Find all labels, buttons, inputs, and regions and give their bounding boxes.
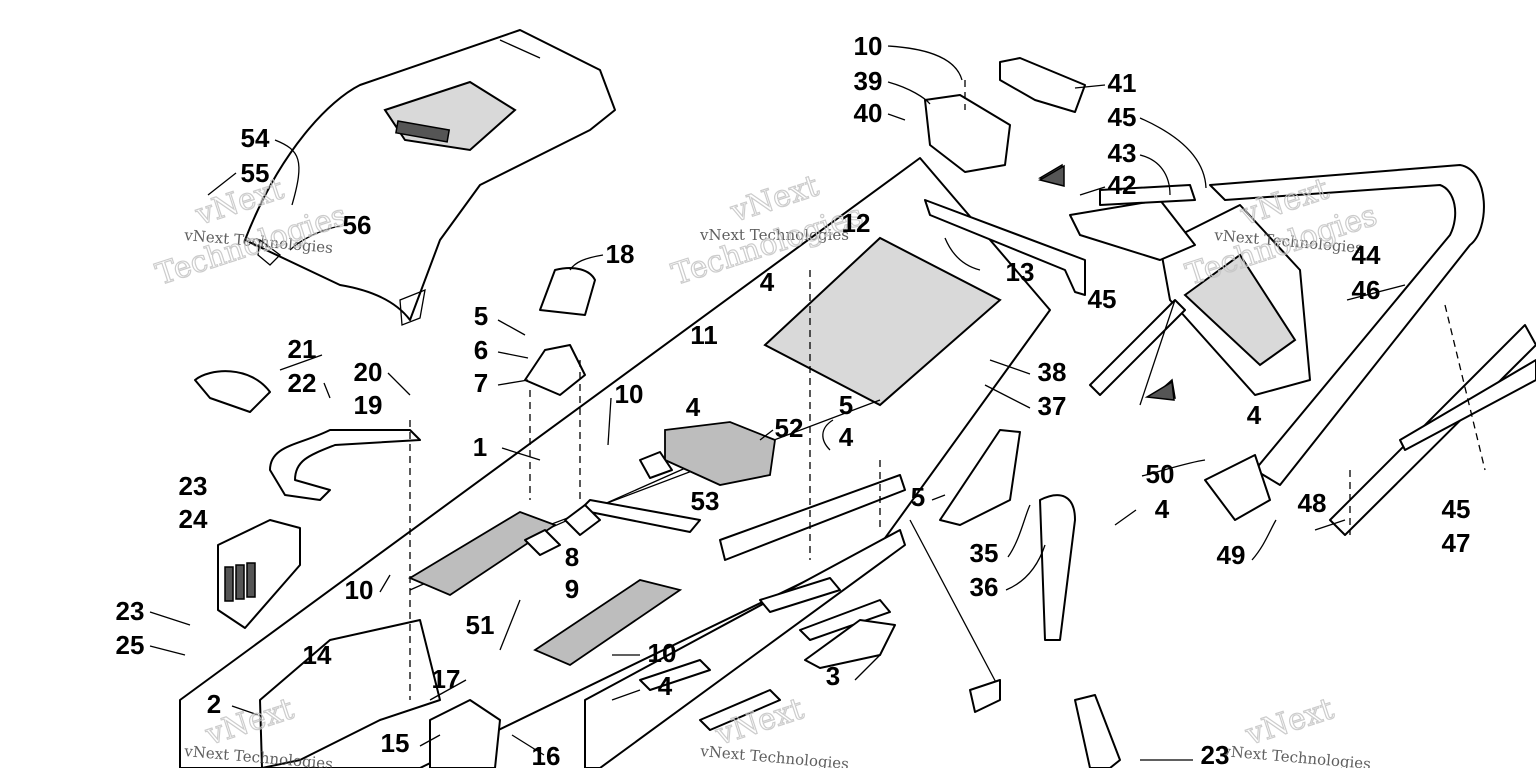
part-callout-35: 35 [970, 538, 999, 568]
spring-plate-9 [564, 504, 601, 536]
hitch-50 [1204, 454, 1271, 521]
part-callout-37: 37 [1038, 391, 1067, 421]
part-callout-56: 56 [343, 210, 372, 240]
bracket-41 [999, 57, 1086, 113]
part-callout-9: 9 [565, 574, 579, 604]
bracket-2 [1074, 694, 1121, 768]
bracket-39 [924, 94, 1011, 173]
watermark-text: vNext [1241, 692, 1338, 753]
bracket-24 [217, 519, 301, 629]
flap-3 [804, 619, 896, 669]
part-callout-22: 22 [288, 368, 317, 398]
rear-bracket-15 [429, 699, 501, 768]
traction-pad-left [408, 511, 557, 597]
watermark-text: vNext Technologies [1221, 742, 1372, 768]
part-callout-16: 16 [532, 741, 561, 768]
hinge-36 [1039, 494, 1076, 641]
running-board [584, 519, 1001, 768]
alignment-lines [409, 80, 1351, 700]
part-callout-3: 3 [826, 661, 840, 691]
part-callout-23: 23 [1201, 740, 1230, 768]
watermark-text: vNext Technologies [699, 226, 849, 244]
part-callout-42: 42 [1108, 170, 1137, 200]
part-callout-2: 2 [207, 689, 221, 719]
part-callout-45: 45 [1108, 102, 1137, 132]
part-callout-40: 40 [854, 98, 883, 128]
part-callout-23: 23 [116, 596, 145, 626]
part-callout-1: 1 [473, 432, 487, 462]
part-callout-50: 50 [1146, 459, 1175, 489]
part-callout-25: 25 [116, 630, 145, 660]
strap-13 [924, 199, 1086, 296]
part-callout-4: 4 [1155, 494, 1170, 524]
rear-bracket-14 [259, 619, 441, 768]
part-callout-5: 5 [911, 482, 925, 512]
spring-plate-8 [524, 529, 561, 556]
part-callout-15: 15 [381, 728, 410, 758]
part-callout-51: 51 [466, 610, 495, 640]
part-callout-53: 53 [691, 486, 720, 516]
traction-pad-lower [533, 579, 683, 667]
part-callout-6: 6 [474, 335, 488, 365]
watermark-text: vNext Technologies [699, 742, 850, 768]
part-callout-5: 5 [839, 390, 853, 420]
part-callout-10: 10 [345, 575, 374, 605]
part-callout-45: 45 [1088, 284, 1117, 314]
heat-shield-18 [539, 267, 596, 316]
leader-lines [149, 45, 1406, 761]
part-callout-18: 18 [606, 239, 635, 269]
part-callout-4: 4 [839, 422, 854, 452]
part-callout-4: 4 [1247, 400, 1262, 430]
part-callout-13: 13 [1006, 257, 1035, 287]
part-callout-36: 36 [970, 572, 999, 602]
bracket-7 [524, 344, 586, 396]
part-callout-7: 7 [474, 368, 488, 398]
seat [244, 29, 616, 326]
part-callout-46: 46 [1352, 275, 1381, 305]
part-callout-48: 48 [1298, 488, 1327, 518]
spring-plate-53 [639, 451, 673, 479]
part-callout-4: 4 [658, 671, 673, 701]
callout-layer: 1039404145434254555618121344464545671121… [116, 31, 1471, 768]
part-callout-11: 11 [690, 320, 718, 350]
part-callout-24: 24 [179, 504, 208, 534]
guard-35 [939, 429, 1021, 526]
part-callout-14: 14 [303, 640, 332, 670]
part-callout-23: 23 [179, 471, 208, 501]
part-callout-10: 10 [854, 31, 883, 61]
part-callout-39: 39 [854, 66, 883, 96]
part-callout-43: 43 [1108, 138, 1137, 168]
part-callout-45: 45 [1442, 494, 1471, 524]
part-callout-54: 54 [241, 123, 270, 153]
part-callout-19: 19 [354, 390, 383, 420]
part-callout-10: 10 [615, 379, 644, 409]
part-callout-47: 47 [1442, 528, 1471, 558]
rear-bumper [1209, 164, 1536, 536]
part-callout-4: 4 [760, 267, 775, 297]
part-callout-49: 49 [1217, 540, 1246, 570]
part-callout-44: 44 [1352, 240, 1381, 270]
cover-21 [194, 370, 271, 413]
part-callout-17: 17 [432, 664, 461, 694]
part-callout-4: 4 [686, 392, 701, 422]
arrow-markers [1038, 164, 1175, 401]
part-callout-12: 12 [842, 208, 871, 238]
part-callout-8: 8 [565, 542, 579, 572]
part-callout-20: 20 [354, 357, 383, 387]
part-callout-21: 21 [288, 334, 317, 364]
part-callout-38: 38 [1038, 357, 1067, 387]
part-callout-10: 10 [648, 638, 677, 668]
part-callout-41: 41 [1108, 68, 1137, 98]
part-callout-55: 55 [241, 158, 270, 188]
part-callout-52: 52 [775, 413, 804, 443]
part-callout-5: 5 [474, 301, 488, 331]
grab-bar-19 [269, 429, 421, 501]
